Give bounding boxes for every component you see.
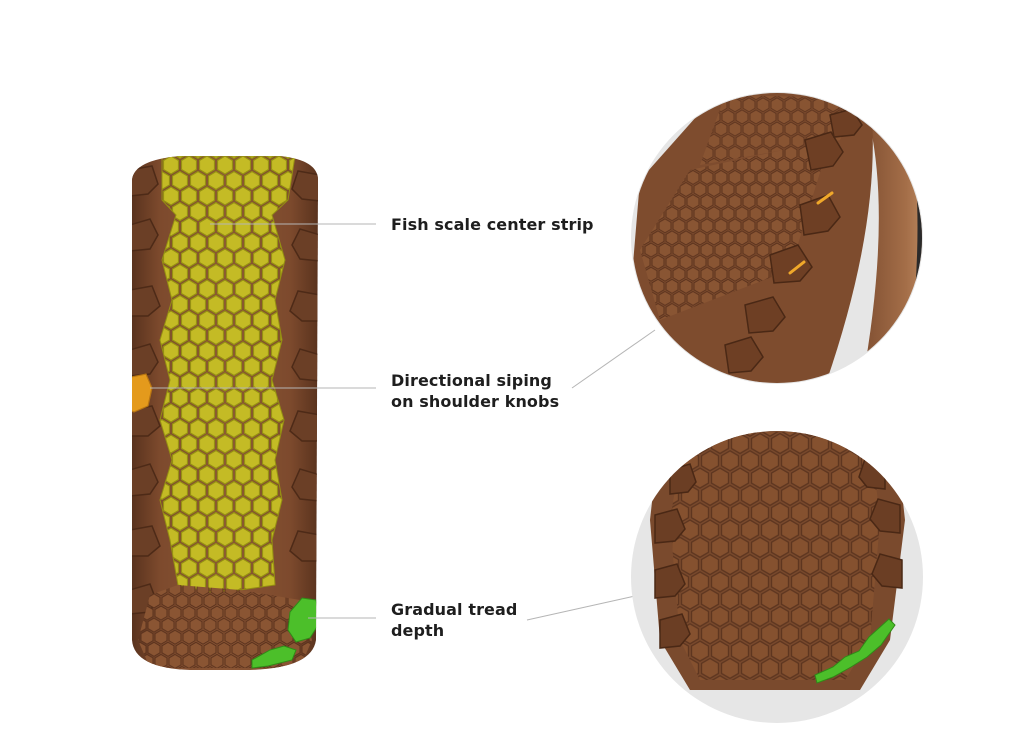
callout-center-strip: Fish scale center strip <box>391 214 594 235</box>
callout-siping: Directional siping on shoulder knobs <box>391 370 559 412</box>
siping-knob <box>132 373 153 413</box>
tread-depth-marker <box>287 597 318 643</box>
callout-tread-depth: Gradual tread depth <box>391 599 517 641</box>
zoom-siping-detail <box>631 92 923 384</box>
callout-siping-line1: Directional siping <box>391 371 552 390</box>
brown-hex-bottom <box>138 585 312 668</box>
leader-lines <box>150 223 656 621</box>
shoulder-knobs-zoom <box>724 108 863 374</box>
main-tire <box>132 156 318 670</box>
callout-siping-line2: on shoulder knobs <box>391 392 560 411</box>
siping-mark-1 <box>816 191 834 205</box>
zoom-tread-depth-detail <box>631 431 923 723</box>
callout-center-strip-text: Fish scale center strip <box>391 215 594 234</box>
tread-depth-marker-zoom <box>814 618 896 684</box>
leader-line-siping-zoom <box>571 329 656 389</box>
callout-tread-depth-line2: depth <box>391 621 445 640</box>
shoulder-knobs-left <box>132 165 161 615</box>
shoulder-knobs-bottom <box>654 458 903 649</box>
leader-line-tread-depth-zoom <box>526 595 636 621</box>
callout-tread-depth-line1: Gradual tread <box>391 600 518 619</box>
siping-mark-2 <box>788 260 806 275</box>
shoulder-knobs-right <box>289 170 318 562</box>
tread-depth-marker-2 <box>251 645 297 669</box>
